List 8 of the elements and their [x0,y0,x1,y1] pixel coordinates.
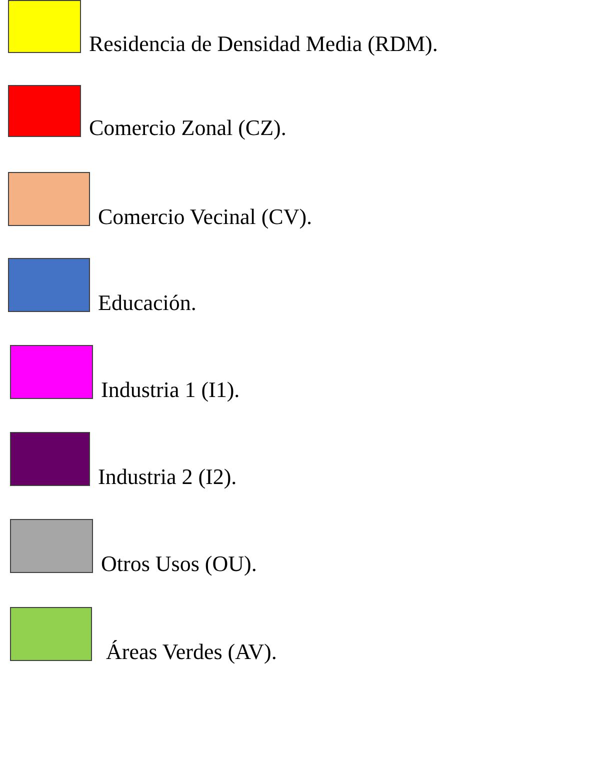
legend-label: Residencia de Densidad Media (RDM). [89,31,438,57]
legend-label: Áreas Verdes (AV). [106,639,277,665]
legend-label: Educación. [98,290,196,316]
legend-label: Comercio Vecinal (CV). [98,204,312,230]
legend-label: Industria 2 (I2). [98,464,237,490]
legend-label: Otros Usos (OU). [101,551,257,577]
legend-label: Comercio Zonal (CZ). [89,115,286,141]
legend-label: Industria 1 (I1). [101,377,240,403]
